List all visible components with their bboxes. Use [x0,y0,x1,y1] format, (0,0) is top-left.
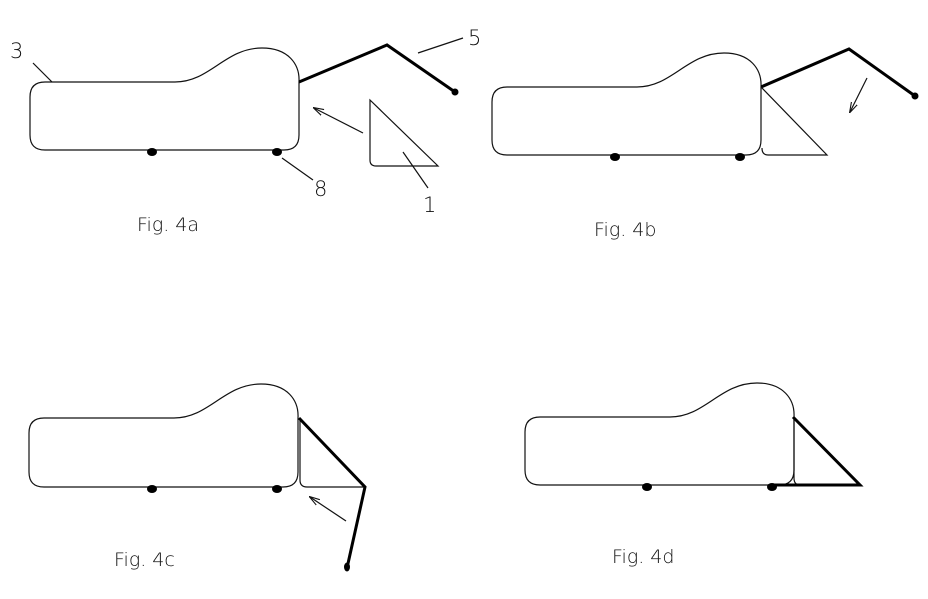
rod-5 [297,416,367,569]
wedge-1 [299,418,365,488]
rod-5 [760,47,916,98]
rod-end-knob [451,88,459,96]
label-5: 5 [468,26,481,50]
label-3: 3 [10,39,23,63]
leader-8 [281,157,314,181]
figure-4b: Fig. 4b [491,47,919,241]
figure-4a: 3 5 1 8 Fig. 4a [10,26,481,236]
wedge-1 [793,417,801,486]
rod-end-knob [344,562,350,572]
fold-arrow [310,497,347,522]
caption-fig-4b: Fig. 4b [594,219,656,241]
wheel [147,485,157,493]
wheel [272,148,282,156]
label-1: 1 [423,193,436,217]
leader-3 [32,62,53,83]
body-outline [28,383,299,488]
body-outline [29,47,300,151]
lower-arrow [850,77,868,112]
body-outline [524,382,795,486]
caption-fig-4d: Fig. 4d [612,546,674,568]
wheel [147,148,157,156]
leader-1 [402,151,429,189]
caption-fig-4c: Fig. 4c [114,549,175,571]
figure-4c: Fig. 4c [28,383,367,572]
figure-4d: Fig. 4d [524,382,864,568]
wheel [642,483,652,491]
caption-fig-4a: Fig. 4a [137,214,199,236]
wedge-1 [760,86,829,156]
wheel [735,153,745,161]
wedge-1 [369,98,440,167]
leader-5 [417,37,464,54]
label-8: 8 [314,177,327,201]
rod-5 [298,43,456,94]
rod-end-knob [911,92,919,100]
body-outline [491,52,762,156]
wheel [610,153,620,161]
rod-5 [773,415,864,487]
insert-arrow [314,108,364,134]
wheel [272,485,282,493]
